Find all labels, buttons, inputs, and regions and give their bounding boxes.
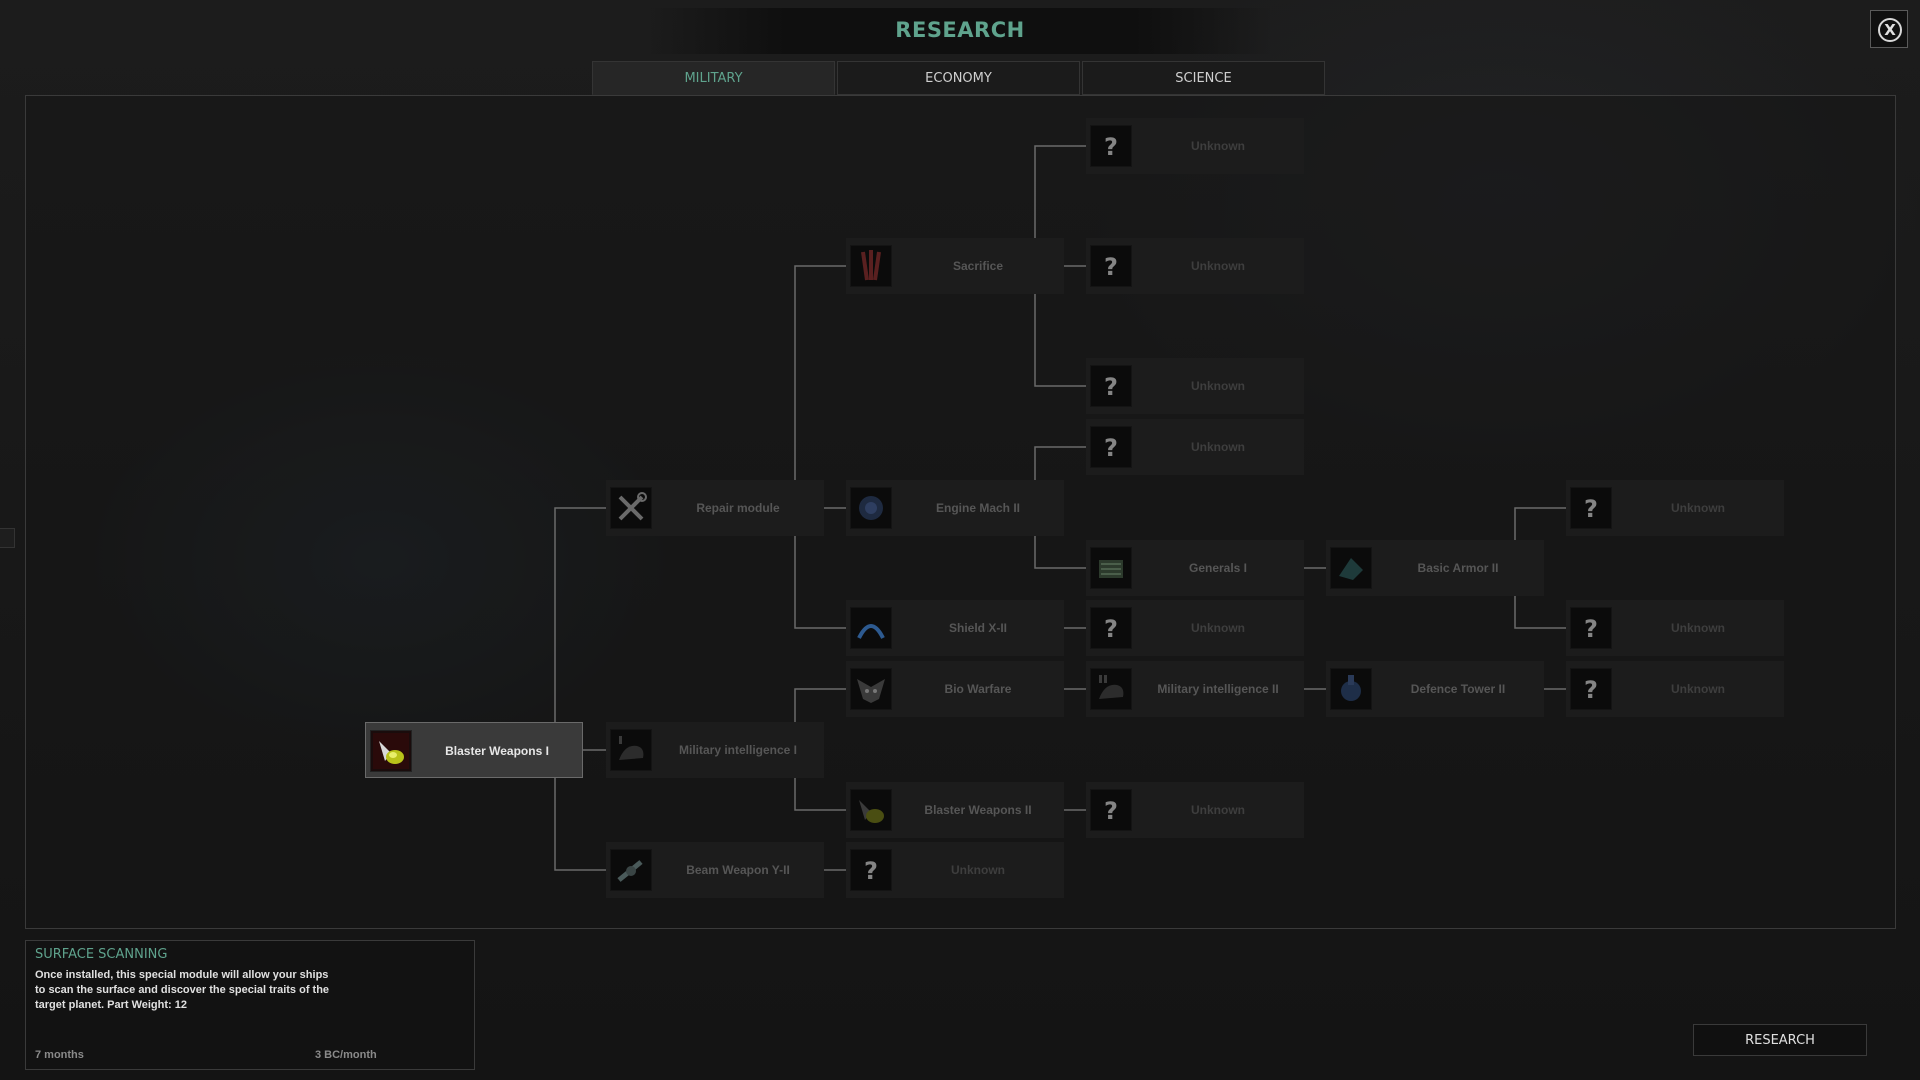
research-node-label: Unknown <box>1191 259 1245 273</box>
tab-military[interactable]: MILITARY <box>592 61 835 95</box>
research-node-label: Generals I <box>1188 561 1248 575</box>
research-node-blaster-weapons-2[interactable]: Blaster Weapons II <box>846 782 1064 838</box>
generals-icon <box>1090 547 1132 589</box>
question-mark-icon: ? <box>1090 607 1132 649</box>
research-node-label: Bio Warfare <box>944 682 1012 696</box>
research-node-label: Beam Weapon Y-II <box>686 863 790 877</box>
question-mark-icon: ? <box>1090 125 1132 167</box>
research-node-label: Unknown <box>1191 440 1245 454</box>
research-duration: 7 months <box>35 1049 84 1061</box>
research-node-label: Unknown <box>951 863 1005 877</box>
research-node-label: Repair module <box>696 501 780 515</box>
question-mark-icon: ? <box>1090 789 1132 831</box>
bio-warfare-icon <box>850 668 892 710</box>
question-mark-icon: ? <box>1570 668 1612 710</box>
shield-icon <box>850 607 892 649</box>
research-node-label: Military intelligence I <box>678 743 798 757</box>
research-node-unknown[interactable]: ? Unknown <box>1086 782 1304 838</box>
tab-science[interactable]: SCIENCE <box>1082 61 1325 95</box>
page-title: RESEARCH <box>895 18 1025 42</box>
research-node-label: Unknown <box>1191 621 1245 635</box>
research-node-label: Unknown <box>1191 379 1245 393</box>
research-info-panel: SURFACE SCANNING Once installed, this sp… <box>25 940 475 1070</box>
research-button[interactable]: RESEARCH <box>1693 1024 1867 1056</box>
question-mark-icon: ? <box>1090 365 1132 407</box>
military-intelligence-icon <box>610 729 652 771</box>
armor-icon <box>1330 547 1372 589</box>
research-node-sacrifice[interactable]: Sacrifice <box>846 238 1064 294</box>
research-node-unknown[interactable]: ? Unknown <box>1566 600 1784 656</box>
research-node-unknown[interactable]: ? Unknown <box>1566 480 1784 536</box>
research-node-military-intelligence-2[interactable]: Military intelligence II <box>1086 661 1304 717</box>
research-node-engine-mach-2[interactable]: Engine Mach II <box>846 480 1064 536</box>
research-node-label: Shield X-II <box>948 621 1007 635</box>
research-node-label: Basic Armor II <box>1417 561 1499 575</box>
research-node-label: Unknown <box>1191 803 1245 817</box>
research-node-label: Unknown <box>1671 501 1725 515</box>
research-node-military-intelligence-1[interactable]: Military intelligence I <box>606 722 824 778</box>
research-node-beam-weapon-y2[interactable]: Beam Weapon Y-II <box>606 842 824 898</box>
research-node-unknown[interactable]: ? Unknown <box>1086 419 1304 475</box>
research-node-unknown[interactable]: ? Unknown <box>1566 661 1784 717</box>
research-node-blaster-weapons-1[interactable]: Blaster Weapons I <box>365 722 583 778</box>
info-description: Once installed, this special module will… <box>35 969 330 1011</box>
defence-tower-icon <box>1330 668 1372 710</box>
blaster-weapon-icon <box>370 730 412 772</box>
question-mark-icon: ? <box>1090 426 1132 468</box>
close-button[interactable]: X <box>1870 10 1908 48</box>
research-node-repair-module[interactable]: Repair module <box>606 480 824 536</box>
sacrifice-claw-icon <box>850 245 892 287</box>
info-title: SURFACE SCANNING <box>35 947 168 962</box>
research-node-label: Unknown <box>1191 139 1245 153</box>
research-node-unknown[interactable]: ? Unknown <box>1086 600 1304 656</box>
question-mark-icon: ? <box>1090 245 1132 287</box>
blaster-weapon-icon <box>850 789 892 831</box>
research-node-unknown[interactable]: ? Unknown <box>1086 238 1304 294</box>
research-node-unknown[interactable]: ? Unknown <box>846 842 1064 898</box>
research-node-label: Blaster Weapons II <box>924 803 1032 817</box>
research-node-unknown[interactable]: ? Unknown <box>1086 118 1304 174</box>
research-node-label: Sacrifice <box>952 259 1004 273</box>
military-intelligence-icon <box>1090 668 1132 710</box>
research-node-label: Defence Tower II <box>1410 682 1506 696</box>
beam-weapon-icon <box>610 849 652 891</box>
research-node-label: Unknown <box>1671 621 1725 635</box>
question-mark-icon: ? <box>1570 487 1612 529</box>
research-node-label: Blaster Weapons I <box>445 744 549 758</box>
research-node-label: Military intelligence II <box>1157 682 1279 696</box>
title-bar: RESEARCH <box>648 8 1272 54</box>
research-node-label: Engine Mach II <box>935 501 1020 515</box>
research-node-unknown[interactable]: ? Unknown <box>1086 358 1304 414</box>
question-mark-icon: ? <box>850 849 892 891</box>
wrench-icon <box>610 487 652 529</box>
research-node-shield-x2[interactable]: Shield X-II <box>846 600 1064 656</box>
tab-economy[interactable]: ECONOMY <box>837 61 1080 95</box>
question-mark-icon: ? <box>1570 607 1612 649</box>
research-node-defence-tower-2[interactable]: Defence Tower II <box>1326 661 1544 717</box>
side-panel-handle[interactable] <box>0 528 15 548</box>
research-node-basic-armor-2[interactable]: Basic Armor II <box>1326 540 1544 596</box>
research-cost: 3 BC/month <box>315 1049 377 1061</box>
research-node-bio-warfare[interactable]: Bio Warfare <box>846 661 1064 717</box>
research-node-generals-1[interactable]: Generals I <box>1086 540 1304 596</box>
engine-icon <box>850 487 892 529</box>
research-node-label: Unknown <box>1671 682 1725 696</box>
close-circle-icon: X <box>1878 18 1902 42</box>
